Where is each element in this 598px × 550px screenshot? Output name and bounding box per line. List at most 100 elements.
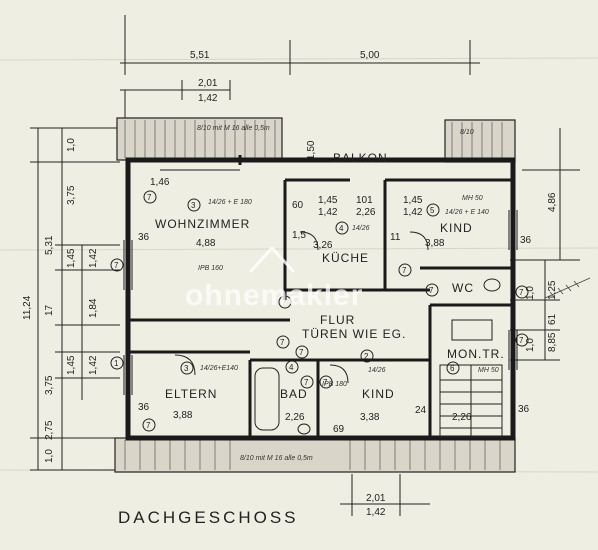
- callout-4-a: 4: [339, 224, 344, 233]
- room-dim-7: 1,45: [403, 195, 423, 206]
- room-dim-8: 1,42: [403, 207, 423, 218]
- callout-2: 2: [364, 352, 369, 361]
- note-mh-2: MH 50: [478, 367, 499, 374]
- note-beam-3: 14/26 + E 140: [445, 209, 489, 216]
- callout-7-j: 7: [304, 378, 309, 387]
- dim-right-7: 1,0: [525, 338, 536, 352]
- room-mon-tr: MON.TR.: [447, 347, 505, 361]
- room-dim-12: 1,46: [150, 177, 170, 188]
- dim-left-3: 5,31: [44, 235, 55, 255]
- dim-left-1: 1,0: [66, 138, 77, 152]
- watermark: ohnemakler: [185, 245, 363, 312]
- callout-7-h: 7: [299, 348, 304, 357]
- note-ipb-2: IPB 180: [322, 381, 347, 388]
- callout-1: 1: [114, 359, 119, 368]
- room-dim-4: 60: [292, 200, 304, 211]
- room-kind-bottom: KIND: [362, 387, 395, 401]
- note-beam-5: 14/26: [368, 367, 386, 374]
- room-flur: FLUR: [320, 313, 355, 327]
- structural-notes: 8/10 mit M 16 alle 0,5m 8/10 14/26 + E 1…: [197, 125, 499, 462]
- callout-7-f: 7: [282, 298, 287, 307]
- room-kueche: KÜCHE: [322, 251, 369, 265]
- callout-7-b: 7: [402, 266, 407, 275]
- note-ipb-1: IPB 160: [198, 265, 223, 272]
- bathroom-fixtures: [254, 278, 501, 435]
- dim-right-2: 36: [520, 235, 532, 246]
- room-dim-3: 1,42: [318, 207, 338, 218]
- dim-left-8: 1,84: [88, 298, 99, 318]
- room-dim-10: 3,26: [313, 240, 333, 251]
- callout-7-l: 7: [147, 193, 152, 202]
- dim-left-5: 1,45: [66, 248, 77, 268]
- dim-right-1: 4,86: [547, 192, 558, 212]
- dim-right-6: 8,85: [547, 332, 558, 352]
- room-dim-2: 1,45: [318, 195, 338, 206]
- dim-left-10: 1,45: [66, 355, 77, 375]
- room-eltern: ELTERN: [165, 387, 217, 401]
- dim-top-4: 1,42: [198, 93, 218, 104]
- bottom-dimension-lines: [340, 474, 430, 516]
- dim-left-4: 11,24: [22, 295, 33, 320]
- room-dim-11: 3,88: [425, 238, 445, 249]
- windows: [123, 210, 518, 395]
- callout-6: 6: [450, 364, 455, 373]
- left-dimension-lines: [30, 127, 120, 471]
- room-wohnzimmer: WOHNZIMMER: [155, 217, 250, 231]
- left-dimension-texts: 1,0 3,75 5,31 11,24 1,45 1,42 17 1,84 3,…: [22, 138, 99, 463]
- room-dimension-texts: 1,50 1,45 1,42 60 101 2,26 1,45 1,42 4,8…: [138, 140, 530, 435]
- interior-walls: [128, 155, 513, 438]
- room-dim-9: 4,88: [196, 238, 216, 249]
- room-dim-17: 11: [390, 232, 401, 243]
- dim-top-3: 2,01: [198, 78, 218, 89]
- note-mh: MH 50: [462, 195, 483, 202]
- room-flur-note: TÜREN WIE EG.: [302, 327, 406, 341]
- dim-right-4: 1,0: [525, 286, 536, 300]
- callout-markers: 3 4 5 6 7 1 2 7 7 7 7 7 7 7 4 7 7 7 3: [110, 190, 529, 432]
- callout-7-e: 7: [519, 336, 524, 345]
- dim-right-5: 61: [547, 313, 558, 325]
- note-balcony-right: 8/10: [460, 129, 474, 136]
- dim-left-12: 2,75: [44, 420, 55, 440]
- right-dimension-texts: 4,86 36 1,25 1,0 61 8,85 1,0: [520, 192, 558, 352]
- roof-slope-hatch: [544, 277, 591, 299]
- dim-left-13: 1,0: [44, 449, 55, 463]
- top-dimension-lines: [120, 15, 480, 118]
- note-bottom-band: 8/10 mit M 16 alle 0,5m: [240, 455, 313, 462]
- right-dimension-lines: [510, 128, 580, 361]
- room-labels: BALKON WOHNZIMMER KÜCHE KIND WC FLUR TÜR…: [155, 151, 505, 401]
- note-beam-4: 14/26+E140: [200, 365, 238, 372]
- dim-right-3: 1,25: [547, 280, 558, 300]
- room-dim-20: 2,26: [285, 412, 305, 423]
- top-dimension-texts: 5,51 5,00 2,01 1,42: [190, 50, 380, 104]
- dim-top-2: 5,00: [360, 50, 380, 61]
- dim-top-1: 5,51: [190, 50, 210, 61]
- dim-left-11: 1,42: [88, 355, 99, 375]
- callout-7-k: 7: [323, 378, 328, 387]
- dim-bottom-2: 1,42: [366, 507, 386, 518]
- room-dim-16: 36: [518, 404, 530, 415]
- room-dim-1: 1,50: [306, 140, 317, 160]
- note-beam-2: 14/26: [352, 225, 370, 232]
- door-arcs: [174, 231, 429, 384]
- room-dim-21: 3,38: [360, 412, 380, 423]
- room-wc: WC: [452, 281, 474, 295]
- callout-3-a: 3: [191, 201, 196, 210]
- callout-7-i: 7: [146, 421, 151, 430]
- dim-left-9: 3,75: [44, 375, 55, 395]
- top-balcony-band: [116, 117, 516, 163]
- room-dim-18: 36: [138, 402, 150, 413]
- callout-7-a: 7: [114, 261, 119, 270]
- bottom-roof-band: [114, 437, 516, 473]
- outer-walls: [125, 157, 516, 441]
- room-kind-top: KIND: [440, 221, 473, 235]
- drawing-title: DACHGESCHOSS: [118, 508, 299, 527]
- watermark-text: ohnemakler: [185, 279, 363, 312]
- room-dim-24: 24: [415, 405, 427, 416]
- callout-5: 5: [430, 206, 435, 215]
- room-dim-22: 2,26: [452, 412, 472, 423]
- note-beam-1: 14/26 + E 180: [208, 199, 252, 206]
- callout-3-b: 3: [184, 364, 189, 373]
- room-balkon: BALKON: [333, 151, 388, 165]
